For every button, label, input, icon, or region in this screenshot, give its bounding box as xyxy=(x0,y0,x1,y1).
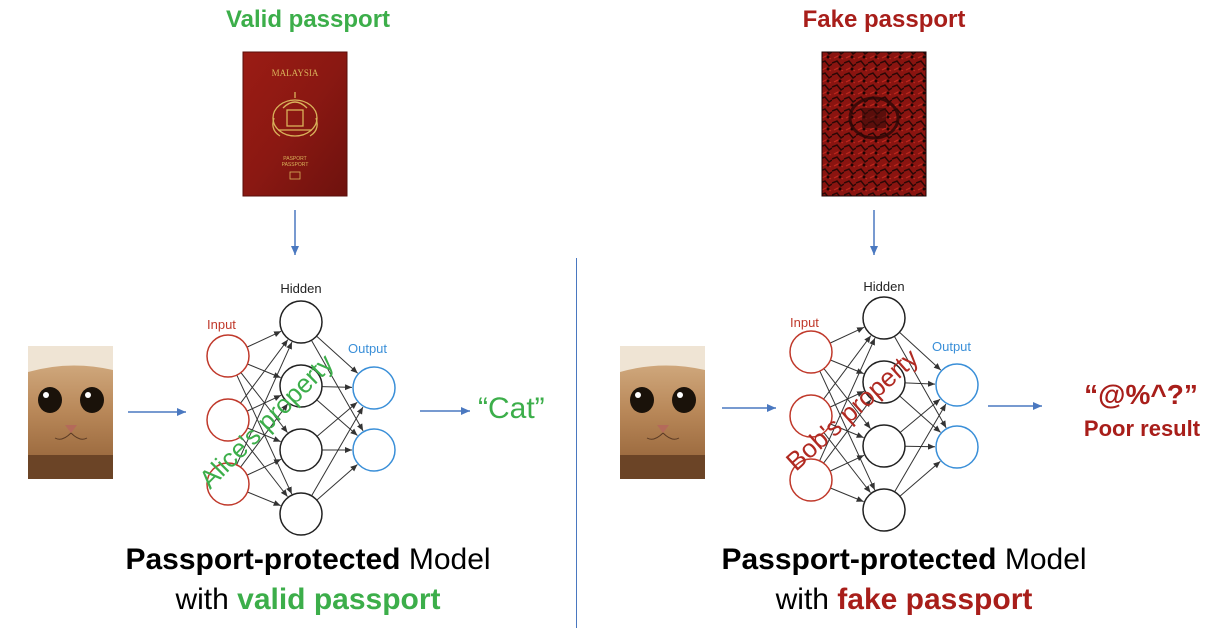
output-node xyxy=(352,366,396,410)
input-node xyxy=(789,330,833,374)
caption-rest: Model xyxy=(400,543,491,576)
network-edge xyxy=(823,399,872,464)
network-connections xyxy=(236,330,364,507)
valid-passport-title: Valid passport xyxy=(225,6,391,33)
network-edge xyxy=(240,403,289,468)
caption-line2-prefix: with xyxy=(175,583,238,616)
hidden-node xyxy=(279,364,323,408)
output-node xyxy=(935,363,979,407)
valid-passport-caption: Passport-protected Model with valid pass… xyxy=(0,540,616,620)
neural-network xyxy=(206,300,396,536)
network-connections xyxy=(819,326,947,503)
network-edge xyxy=(830,487,864,503)
network-edge xyxy=(819,337,876,462)
valid-passport-image: MALAYSIA PASPORT PASSPORT xyxy=(242,51,348,197)
network-edge xyxy=(904,380,936,387)
coat-of-arms-icon xyxy=(272,92,318,137)
caption-bold: Passport-protected xyxy=(125,543,401,576)
panel-divider xyxy=(576,258,577,628)
hidden-node xyxy=(279,428,323,472)
network-edge xyxy=(321,384,353,391)
output-node xyxy=(352,428,396,472)
network-edge xyxy=(899,460,941,497)
fake-passport-diagram: Hidden Input Output Bob's property “@%^?… xyxy=(620,51,1201,532)
network-edge xyxy=(311,406,364,497)
hidden-node xyxy=(279,492,323,536)
passport-cover-text: MALAYSIA xyxy=(272,68,319,78)
network-edge xyxy=(247,491,281,507)
network-edge xyxy=(316,399,358,436)
cat-image xyxy=(28,346,113,479)
hidden-layer-label: Hidden xyxy=(863,279,904,294)
input-node xyxy=(789,394,833,438)
hidden-layer-label: Hidden xyxy=(280,281,321,296)
network-edge xyxy=(899,395,941,433)
fake-passport-caption: Passport-protected Model with fake passp… xyxy=(596,540,1212,620)
network-edge xyxy=(246,458,282,476)
svg-text:PASSPORT: PASSPORT xyxy=(282,162,309,168)
cat-result: “Cat” xyxy=(478,392,545,425)
valid-passport-diagram: MALAYSIA PASPORT PASSPORT xyxy=(28,51,545,536)
network-edge xyxy=(316,401,358,437)
fake-passport-title: Fake passport xyxy=(802,6,966,33)
garbled-result: “@%^?” xyxy=(1084,379,1198,410)
hidden-node xyxy=(862,488,906,532)
caption-bold: Passport-protected xyxy=(721,543,997,576)
hidden-node xyxy=(862,360,906,404)
input-layer-label: Input xyxy=(207,317,236,332)
neural-network xyxy=(789,296,979,532)
network-edge xyxy=(823,335,872,400)
fake-passport-image xyxy=(821,51,927,197)
network-edge xyxy=(829,454,865,472)
hidden-node xyxy=(862,296,906,340)
input-node xyxy=(206,334,250,378)
caption-highlight: fake passport xyxy=(837,583,1033,616)
output-layer-label: Output xyxy=(932,339,971,354)
network-edge xyxy=(310,339,364,432)
hidden-node xyxy=(279,300,323,344)
network-edge xyxy=(236,341,293,466)
network-edge xyxy=(893,336,947,429)
network-edge xyxy=(316,335,359,374)
network-edge xyxy=(240,339,289,404)
input-layer-label: Input xyxy=(790,315,819,330)
caption-rest: Model xyxy=(996,543,1087,576)
caption-line2-prefix: with xyxy=(775,583,838,616)
input-node xyxy=(206,398,250,442)
network-edge xyxy=(246,330,282,348)
input-node xyxy=(789,458,833,502)
input-node xyxy=(206,462,250,506)
caption-highlight: valid passport xyxy=(237,583,441,616)
hidden-node xyxy=(862,424,906,468)
network-edge xyxy=(899,331,942,371)
poor-result-label: Poor result xyxy=(1084,416,1201,441)
svg-text:PASPORT: PASPORT xyxy=(283,156,306,162)
network-edge xyxy=(899,398,941,433)
network-edge xyxy=(316,464,358,501)
network-edge xyxy=(829,326,865,344)
cat-image xyxy=(620,346,705,479)
fake-passport-panel: Fake passport xyxy=(616,0,1232,635)
output-layer-label: Output xyxy=(348,341,387,356)
valid-passport-panel: Valid passport MALAYSIA xyxy=(0,6,616,620)
network-edge xyxy=(894,403,947,493)
output-node xyxy=(935,425,979,469)
